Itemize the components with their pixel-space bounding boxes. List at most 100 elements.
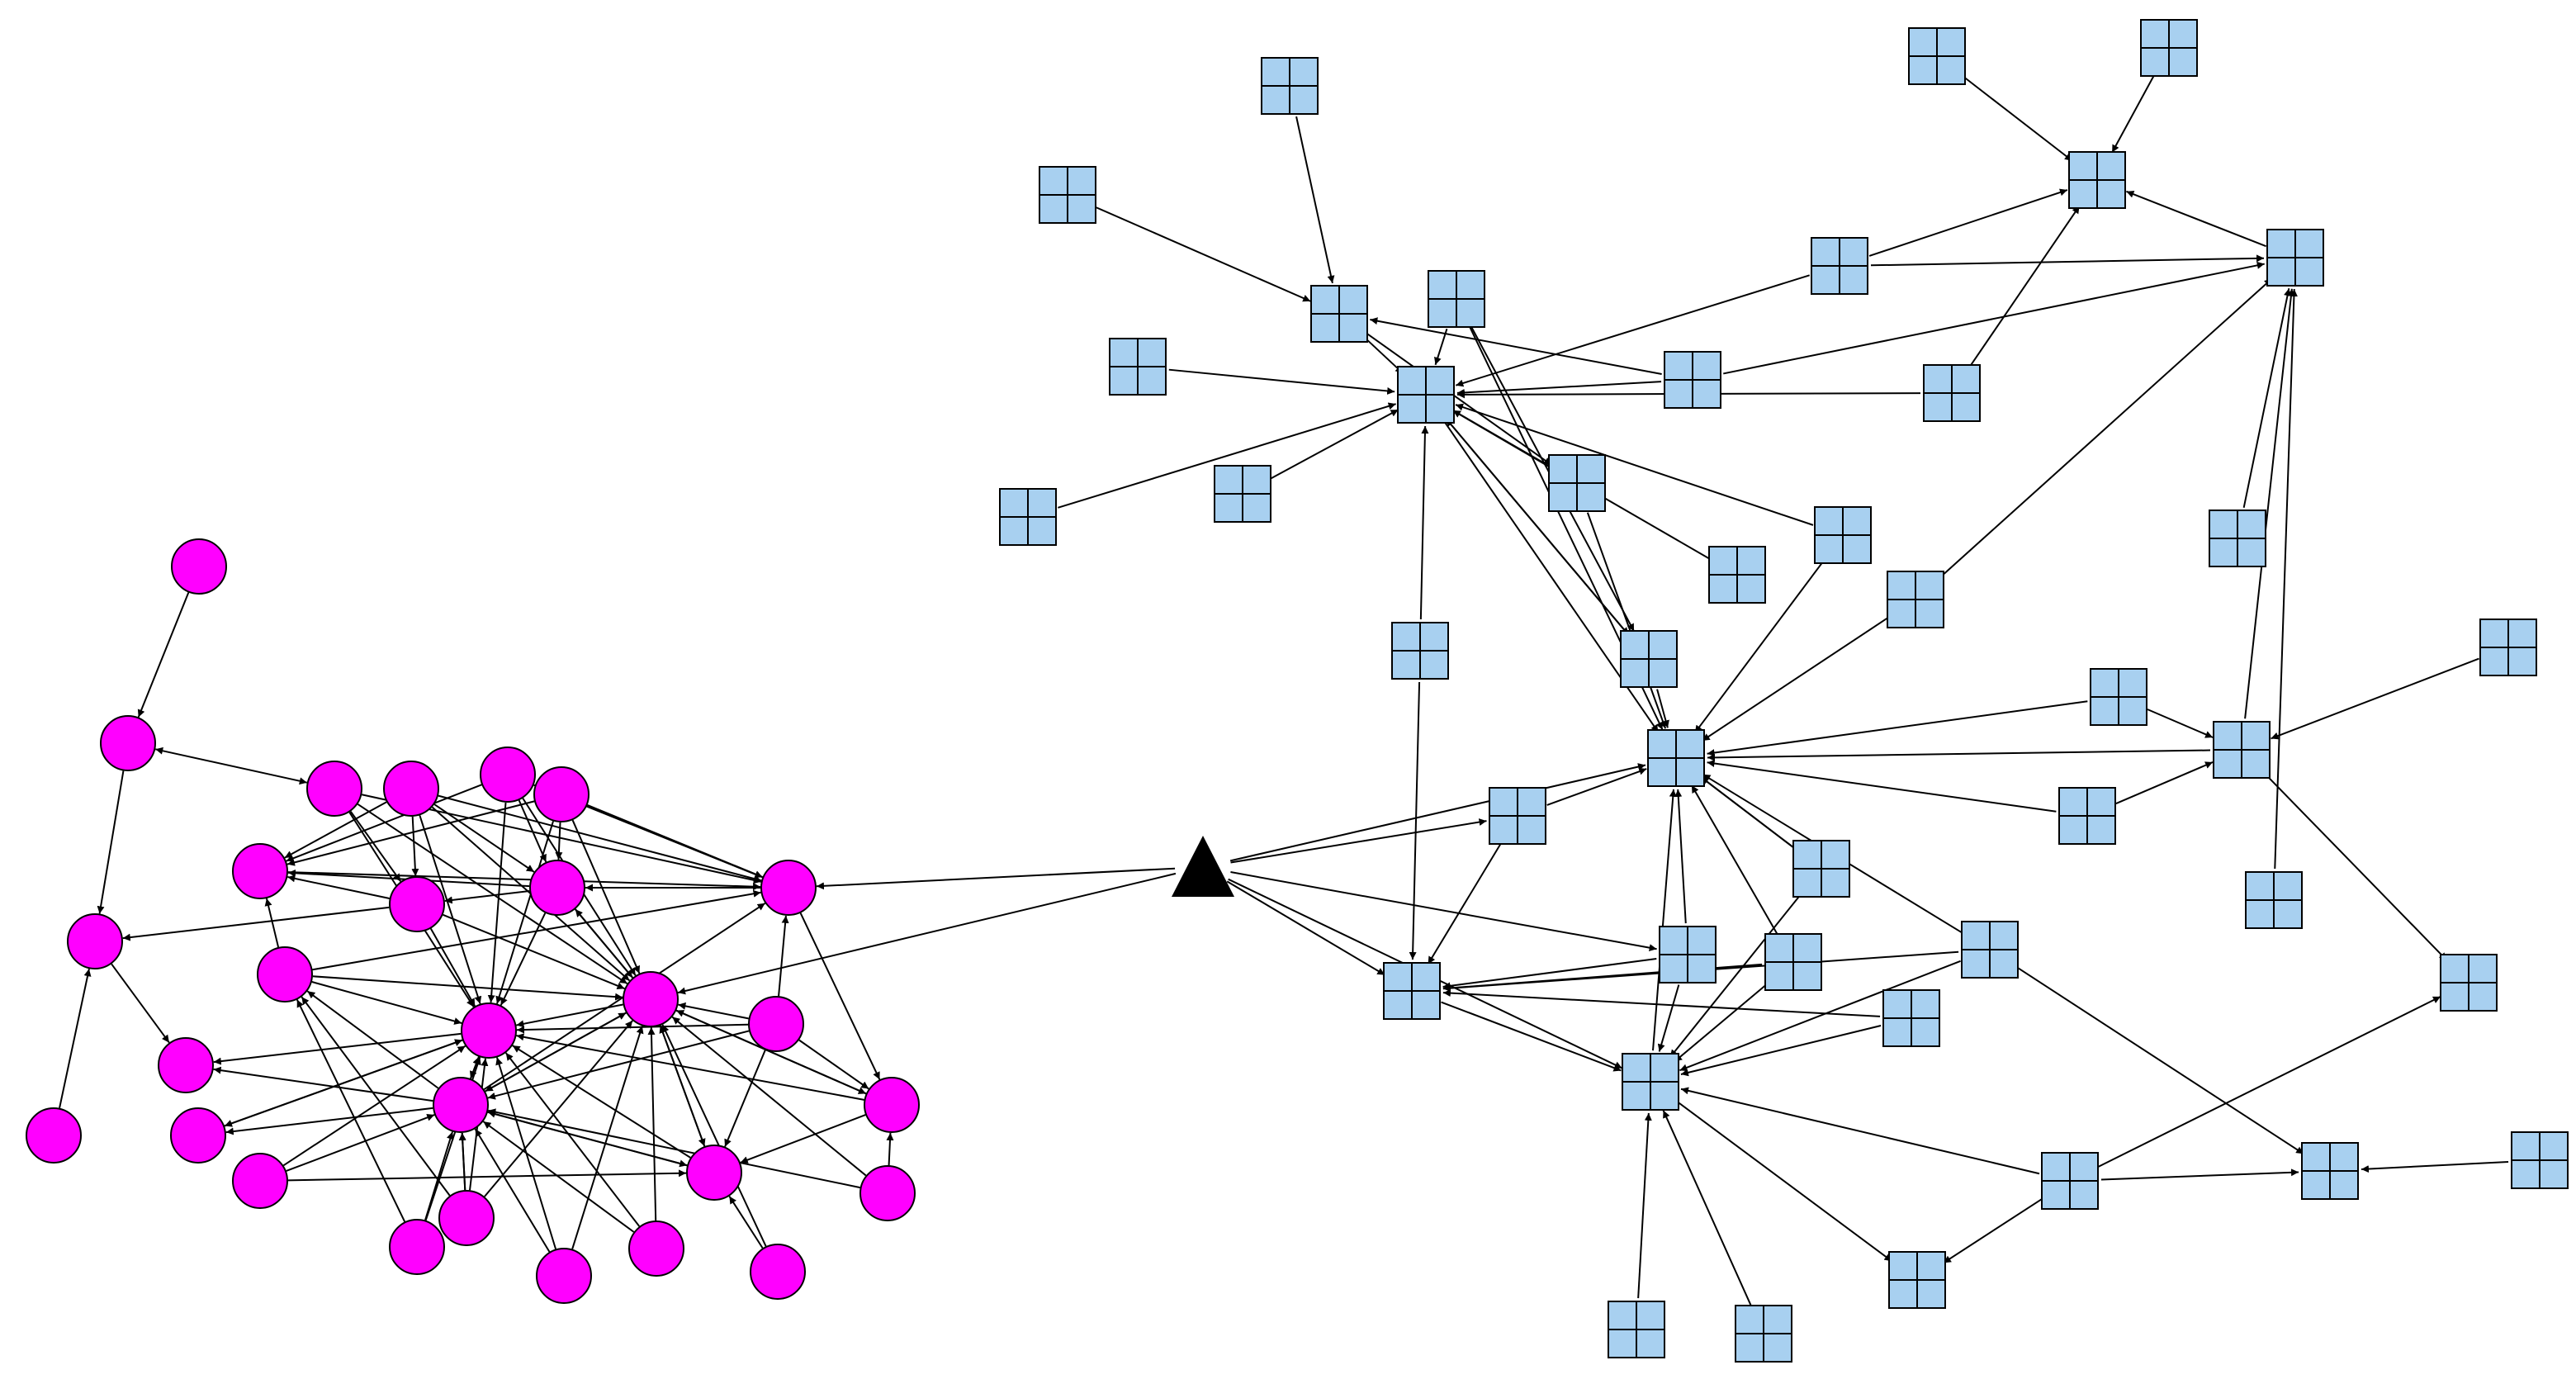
circle-node [623,971,679,1027]
square-node [1647,729,1705,787]
circle-node [389,876,445,932]
square-node [1792,840,1850,898]
edge-arrow [518,799,547,863]
edge-arrow [571,819,641,974]
circle-node [232,1153,288,1209]
square-node [1735,1305,1792,1363]
edge-arrow [287,1169,687,1182]
edge-arrow [728,1196,764,1249]
square-node [1397,366,1455,424]
square-node [1383,962,1441,1020]
edge-arrow [1168,368,1395,395]
edge-arrow [1674,1099,1893,1263]
edge-arrow [1656,689,1669,728]
edge-arrow [778,915,789,997]
square-node [1814,506,1872,564]
edge-arrow [495,821,554,1004]
circle-node [389,1219,445,1275]
edge-arrow [419,815,482,1004]
edge-arrow [1669,893,1802,1058]
edge-arrow [516,1003,623,1028]
square-node [2245,871,2303,929]
edge-arrow [1364,331,1552,466]
edge-arrow [1442,957,1657,990]
square-node [1708,546,1766,604]
circle-node [383,761,439,817]
edge-arrow [306,990,439,1089]
circle-node [760,860,817,916]
square-node [1109,338,1167,396]
edge-arrow [1651,789,1677,1051]
edge-arrow [659,1025,706,1147]
square-node [2058,787,2116,845]
edge-arrow [1433,328,1448,366]
edge-arrow [213,1066,433,1102]
square-node [1428,270,1485,328]
edge-arrow [349,811,402,882]
edge-arrow [458,1132,466,1191]
square-node [2041,1152,2099,1210]
edge-arrow [740,1114,866,1164]
edge-arrow [2097,996,2441,1168]
edge-arrow [225,1107,433,1135]
edge-arrow [816,867,1176,890]
edge-arrow [2242,288,2291,508]
edge-arrow [886,1132,894,1166]
square-node [1659,926,1717,983]
edge-arrow [213,1032,462,1065]
edge-arrow [443,913,625,990]
square-node [2209,510,2266,567]
circle-node [67,913,123,969]
edge-arrow [2244,288,2295,719]
edge-arrow [677,872,1177,995]
edge-arrow [671,1016,867,1177]
circle-node [748,996,804,1052]
square-node [1764,933,1822,991]
edge-arrow [512,1045,691,1159]
edge-arrow [1058,402,1396,509]
edge-arrow [1442,989,1881,1017]
circle-node [536,1248,592,1304]
edge-arrow [97,770,125,914]
edge-arrow [1707,760,2057,813]
square-node [999,488,1057,546]
edge-arrow [433,803,535,873]
square-node [2266,229,2324,287]
edge-arrow [122,906,390,941]
circle-node [628,1220,684,1277]
circle-node [170,1107,226,1164]
edge-arrow [357,803,628,984]
edge-arrow [1674,789,1687,924]
edge-arrow [2015,965,2304,1155]
square-node [2301,1142,2359,1200]
edge-arrow [587,803,763,879]
edge-arrow [137,592,190,718]
square-node [1620,630,1678,688]
circle-node [480,747,536,803]
edge-arrow [1226,880,1385,976]
edge-arrow [571,1026,644,1249]
square-node [1888,1251,1946,1309]
square-node [2090,668,2147,726]
triangle-hub-node [1172,836,1234,897]
square-node [1664,351,1721,409]
edge-arrow [1230,818,1487,864]
edge-arrow [438,794,762,883]
edge-arrow [1230,871,1657,952]
edge-arrow [154,747,308,785]
edge-arrow [1427,842,1503,965]
edge-arrow [59,969,92,1108]
edge-arrow [1674,981,1770,1063]
edge-arrow [799,912,881,1080]
circle-node [433,1077,489,1133]
edge-arrow [1870,254,2265,267]
square-node [1039,166,1096,224]
edge-arrow [301,996,451,1197]
circle-node [859,1165,916,1221]
edge-arrow [484,1020,633,1197]
circle-node [750,1244,806,1300]
edge-arrow [2115,761,2214,804]
edge-arrow [286,784,482,862]
square-node [2511,1131,2569,1189]
